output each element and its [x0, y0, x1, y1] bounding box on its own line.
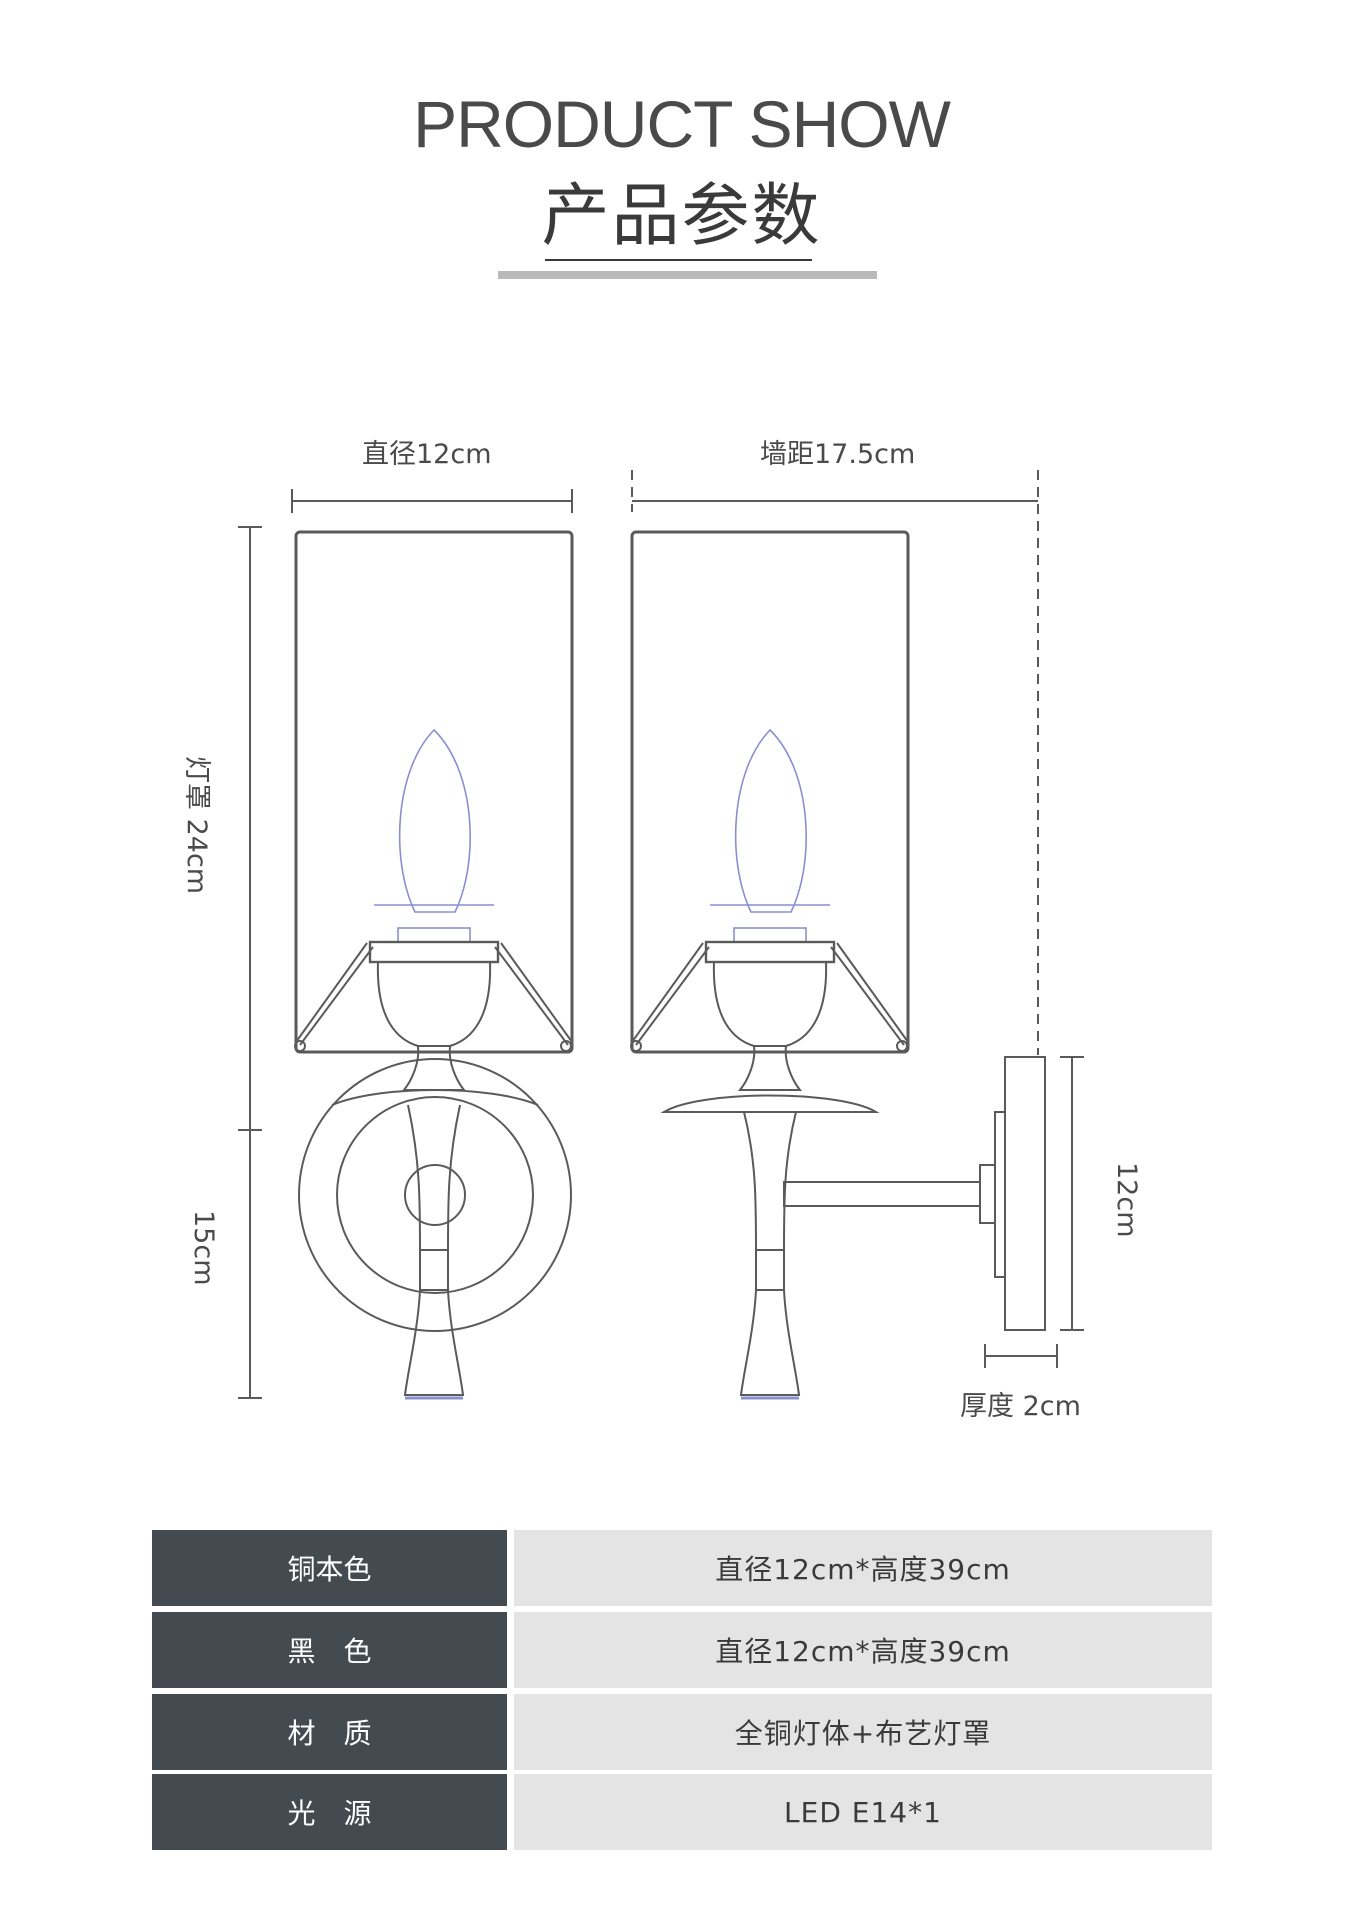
dim-line-wall-distance: [631, 470, 1039, 1055]
page-title-cn: 产品参数: [541, 177, 822, 256]
spec-row: 光 源 LED E14*1: [152, 1774, 1212, 1850]
spec-label: 黑 色: [152, 1612, 507, 1688]
lamp-side-view: [630, 530, 1046, 1400]
dim-line-diameter: [291, 489, 573, 513]
spec-row: 铜本色 直径12cm*高度39cm: [152, 1530, 1212, 1606]
spec-value: 直径12cm*高度39cm: [514, 1530, 1212, 1606]
spec-label: 光 源: [152, 1774, 507, 1850]
dim-line-plate-height: [1060, 1056, 1084, 1331]
dim-line-thickness: [984, 1344, 1058, 1368]
spec-value: LED E14*1: [514, 1774, 1212, 1850]
dim-diameter-label: 直径12cm: [362, 439, 492, 470]
lamp-front-view: [294, 530, 574, 1400]
spec-row: 材 质 全铜灯体+布艺灯罩: [152, 1694, 1212, 1770]
spec-row: 黑 色 直径12cm*高度39cm: [152, 1612, 1212, 1688]
dim-line-vertical-left: [238, 526, 262, 1399]
title-bar: [498, 271, 877, 279]
spec-value: 直径12cm*高度39cm: [514, 1612, 1212, 1688]
title-underline: [545, 259, 812, 261]
page-title-en: PRODUCT SHOW: [413, 87, 951, 161]
spec-label: 材 质: [152, 1694, 507, 1770]
dim-wall-distance-label: 墙距17.5cm: [760, 439, 916, 470]
spec-label: 铜本色: [152, 1530, 507, 1606]
dim-thickness-label: 厚度 2cm: [960, 1391, 1081, 1422]
spec-value: 全铜灯体+布艺灯罩: [514, 1694, 1212, 1770]
